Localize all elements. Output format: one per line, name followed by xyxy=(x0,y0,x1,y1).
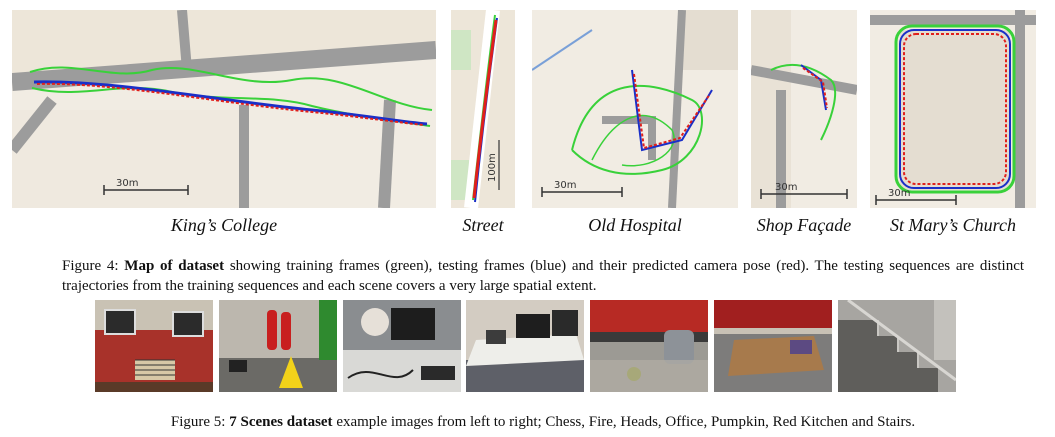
scene-image-heads xyxy=(343,300,461,392)
map-panel-old-hospital: 30m xyxy=(532,10,738,208)
figure-5-title: 7 Scenes dataset xyxy=(229,414,333,430)
scale-label: 30m xyxy=(554,180,576,191)
figure-4-label: Figure 4: xyxy=(62,258,119,274)
figure-4-caption: Figure 4: Map of dataset showing trainin… xyxy=(62,256,1024,296)
scene-image-pumpkin xyxy=(590,300,708,392)
scene-image-red-kitchen xyxy=(714,300,832,392)
figure-5-text: example images from left to right; Chess… xyxy=(336,414,916,430)
map-panel-street: 100m xyxy=(451,10,515,208)
scene-image-chess xyxy=(95,300,213,392)
map-panel-kings-college: 30m xyxy=(12,10,436,208)
figure-5-caption: Figure 5: 7 Scenes dataset example image… xyxy=(62,412,1024,432)
figure-5-label: Figure 5: xyxy=(170,414,226,430)
scene-image-stairs xyxy=(838,300,956,392)
scene-image-office xyxy=(466,300,584,392)
figure-4-title: Map of dataset xyxy=(124,258,225,274)
figure-4-text: showing training frames (green), testing… xyxy=(62,258,1025,294)
map-panel-shop-facade: 30m xyxy=(751,10,857,208)
map-caption-shop-facade: Shop Façade xyxy=(756,215,852,235)
map-panel-st-marys-church: 30m xyxy=(870,10,1036,208)
map-caption-kings-college: King’s College xyxy=(170,215,278,235)
map-caption-st-marys-church: St Mary’s Church xyxy=(890,215,1016,235)
scale-label: 30m xyxy=(116,178,138,189)
scene-image-fire xyxy=(219,300,337,392)
scale-label: 30m xyxy=(775,182,797,193)
map-caption-street: Street xyxy=(462,215,504,235)
scale-label: 100m xyxy=(487,153,498,182)
scale-label: 30m xyxy=(888,188,910,199)
map-caption-old-hospital: Old Hospital xyxy=(588,215,682,235)
